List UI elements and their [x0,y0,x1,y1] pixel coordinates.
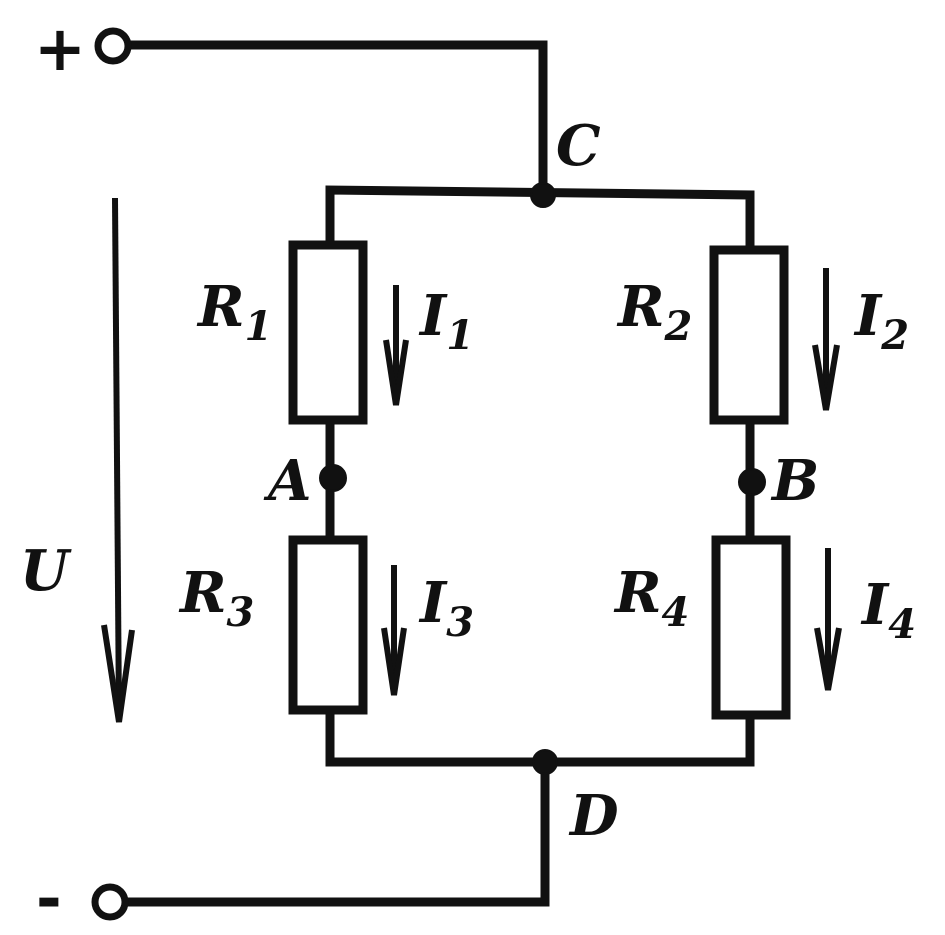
resistor-label-r4: R4 [613,560,689,636]
node-d-label: D [568,783,619,849]
resistor-r3 [288,535,368,715]
current-label-i4: I4 [860,572,916,648]
resistor-label-r2: R2 [616,274,692,350]
node-a-dot [319,464,347,492]
minus-terminal [91,883,129,921]
current-arrow-i3 [381,565,407,696]
resistor-r4 [711,535,791,720]
resistor-label-r1: R1 [196,274,272,350]
current-label-i1: I1 [418,283,474,359]
resistor-label-r3: R3 [178,560,254,636]
node-a-label: A [263,448,311,514]
node-c-label: C [556,113,601,179]
current-arrow-i4 [814,548,842,691]
current-label-i2: I2 [853,283,909,359]
node-b-label: B [770,448,819,514]
current-label-i3: I3 [418,570,474,646]
resistor-r2 [709,245,789,425]
resistor-r1 [288,240,368,425]
minus-sign: - [36,862,62,935]
circuit-wires [123,40,755,907]
current-arrow-i2 [812,268,840,411]
current-arrow-i1 [383,285,409,406]
plus-terminal [94,27,132,65]
wire-d-to-minus [123,757,550,907]
voltage-arrow [101,197,135,723]
node-c-dot [530,182,556,208]
node-b-dot [738,468,766,496]
node-d-dot [532,749,558,775]
wire-plus-to-c [123,40,548,200]
plus-sign: + [34,12,86,85]
voltage-label: U [20,538,72,604]
